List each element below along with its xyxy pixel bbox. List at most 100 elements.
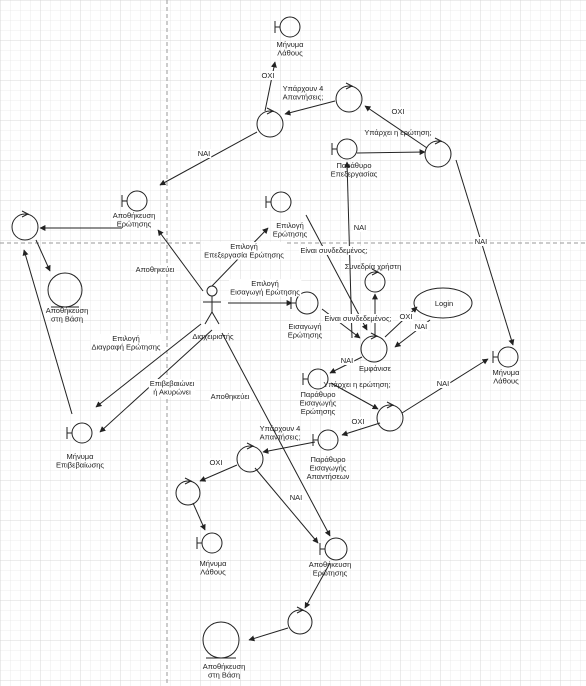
edge-save-bottom-to-control bbox=[304, 562, 331, 609]
boundary-icon bbox=[336, 138, 358, 160]
edge-exists-to-four-answers bbox=[364, 105, 428, 149]
nodes-login-label: Login bbox=[435, 299, 453, 308]
control-arrow-icon bbox=[296, 606, 305, 614]
edge-actor-to-confirm bbox=[95, 323, 202, 408]
edge-label-background bbox=[209, 392, 251, 401]
edges-oxi-4-label: ΟΧΙ bbox=[210, 458, 223, 467]
edge-confirm-to-control bbox=[22, 249, 73, 415]
edges-nai-login-label: ΝΑΙ bbox=[415, 322, 428, 331]
edge-answers-window-to-four-answers bbox=[262, 441, 316, 454]
boundary-icon bbox=[126, 190, 148, 212]
insert-question-node bbox=[290, 291, 319, 315]
control-arrow-icon bbox=[246, 442, 255, 450]
control-arrow-icon bbox=[266, 107, 275, 115]
edge-label-background bbox=[390, 107, 406, 116]
control-circle-icon bbox=[335, 85, 363, 113]
select-question-node bbox=[265, 191, 292, 213]
boundary-icon bbox=[497, 346, 519, 368]
edge-label-background bbox=[90, 334, 162, 352]
insert-window-node bbox=[302, 368, 329, 390]
edge-label-background bbox=[260, 71, 276, 80]
edge-label-background bbox=[473, 237, 489, 246]
control-arrow-icon bbox=[370, 332, 379, 340]
edge-check-to-error-top bbox=[264, 61, 277, 112]
msg-error-right-node bbox=[492, 346, 519, 368]
edges-save-2-label: Αποθηκεύει bbox=[211, 392, 250, 401]
edge-insert-window-to-exists-2 bbox=[330, 382, 379, 410]
edges-oxi-1-label: ΟΧΙ bbox=[262, 71, 275, 80]
actor-icon bbox=[203, 285, 221, 325]
control-circle-icon bbox=[376, 404, 404, 432]
edge-label-background bbox=[229, 279, 302, 297]
boundary-icon bbox=[317, 429, 339, 451]
edge-label-background bbox=[203, 242, 286, 260]
check-top-node bbox=[256, 107, 284, 138]
edge-label-background bbox=[350, 417, 366, 426]
edge-label-background bbox=[339, 356, 355, 365]
control-arrow-icon bbox=[21, 210, 30, 218]
edge-exists-to-error-right bbox=[455, 159, 515, 346]
nodes-display-label: Εμφάνισε bbox=[359, 364, 392, 373]
edge-actor-to-save-question-bottom bbox=[221, 332, 331, 537]
edges-nai-4-label: ΝΑΙ bbox=[437, 379, 450, 388]
control-circle-icon bbox=[424, 140, 452, 168]
edges-is-connected-1-label: Είναι συνδεδεμένος; bbox=[300, 246, 367, 255]
edge-label-background bbox=[323, 314, 393, 323]
q-four-answers-bottom-node bbox=[236, 442, 264, 473]
edit-window-node bbox=[331, 138, 358, 160]
boundary-icon bbox=[307, 368, 329, 390]
edge-label-background bbox=[398, 312, 414, 321]
edge-label-background bbox=[435, 379, 451, 388]
q-exists-2-node bbox=[376, 401, 404, 432]
boundary-icon bbox=[279, 16, 301, 38]
msg-error-top-node bbox=[274, 16, 301, 38]
control-arrow-icon bbox=[434, 137, 443, 145]
control-circle-icon bbox=[11, 213, 39, 241]
edges-nai-2-label: ΝΑΙ bbox=[354, 223, 367, 232]
edge-control-to-db-bottom bbox=[248, 627, 289, 642]
control-arrow-icon bbox=[371, 268, 380, 276]
user-session-node bbox=[364, 268, 386, 293]
edge-label-background bbox=[352, 223, 368, 232]
save-question-bottom-node bbox=[319, 537, 348, 561]
edge-four-answers-to-save-bottom bbox=[254, 467, 319, 544]
boundary-icon bbox=[270, 191, 292, 213]
edges-nai-3-label: ΝΑΙ bbox=[475, 237, 488, 246]
save-question-top-node bbox=[121, 190, 148, 212]
q-exists-node bbox=[424, 137, 452, 168]
edge-label-background bbox=[196, 149, 212, 158]
q-four-answers-top-node bbox=[335, 82, 363, 113]
control-arrow-icon bbox=[345, 82, 354, 90]
boundary-icon bbox=[201, 532, 223, 554]
edge-label-background bbox=[299, 246, 369, 255]
boundary-icon bbox=[324, 537, 348, 561]
boundary-icon bbox=[295, 291, 319, 315]
save-db-bottom-node bbox=[202, 621, 240, 659]
msg-error-bottom-node bbox=[196, 532, 223, 554]
edge-check-to-save-question-top bbox=[159, 131, 258, 186]
edge-label-background bbox=[148, 379, 196, 397]
answers-window-node bbox=[312, 429, 339, 451]
boundary-icon bbox=[71, 422, 93, 444]
control-arrow-icon bbox=[386, 401, 395, 409]
edge-control-to-db-left bbox=[35, 239, 51, 272]
edge-label-background bbox=[208, 458, 224, 467]
